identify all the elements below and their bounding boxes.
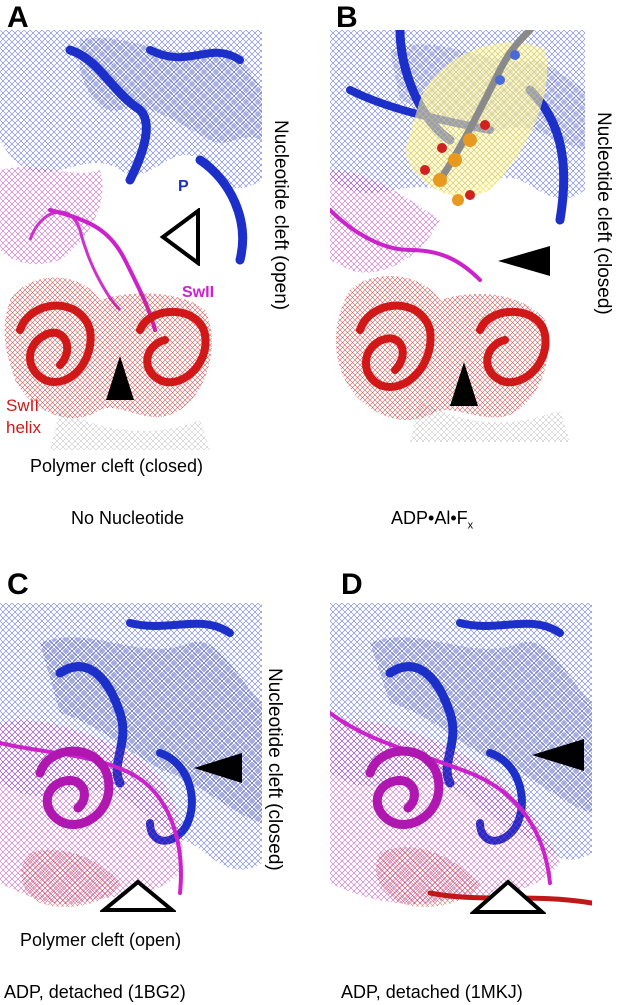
panel-b-structure <box>330 30 585 442</box>
switch-ii-helix-label-line1: SwII <box>6 396 40 415</box>
panel-d-structure <box>330 603 592 923</box>
panel-b-nucleotide-cleft-label: Nucleotide cleft (closed) <box>593 112 614 315</box>
panel-c-caption: ADP, detached (1BG2) <box>4 982 186 1002</box>
switch-ii-label: SwII <box>182 284 215 301</box>
panel-a-letter: A <box>7 1 29 34</box>
panel-c-letter: C <box>7 568 29 601</box>
switch-ii-helix-label-line2: helix <box>6 418 41 437</box>
panel-d-letter: D <box>341 568 363 601</box>
panel-d-image <box>330 603 592 923</box>
panel-c-nucleotide-cleft-label: Nucleotide cleft (closed) <box>264 668 285 871</box>
panel-d-caption: ADP, detached (1MKJ) <box>341 982 523 1002</box>
panel-b-caption: ADP•Al•Fx <box>391 508 473 532</box>
panel-b-caption-subscript: x <box>467 519 474 532</box>
panel-a-caption: No Nucleotide <box>71 508 185 528</box>
panel-b-image <box>330 30 585 442</box>
panel-a-nucleotide-cleft-label: Nucleotide cleft (open) <box>270 120 291 311</box>
panel-a-polymer-cleft-label: Polymer cleft (closed) <box>30 456 204 476</box>
p-loop-label: P <box>178 178 189 195</box>
panel-a-image: P SwII SwII helix <box>0 30 262 450</box>
panel-a-structure <box>0 30 262 450</box>
panel-c-image <box>0 603 262 923</box>
panel-b-letter: B <box>336 1 358 34</box>
panel-b-caption-main: ADP•Al•F <box>391 508 468 528</box>
panel-c-polymer-cleft-label: Polymer cleft (open) <box>20 930 182 950</box>
